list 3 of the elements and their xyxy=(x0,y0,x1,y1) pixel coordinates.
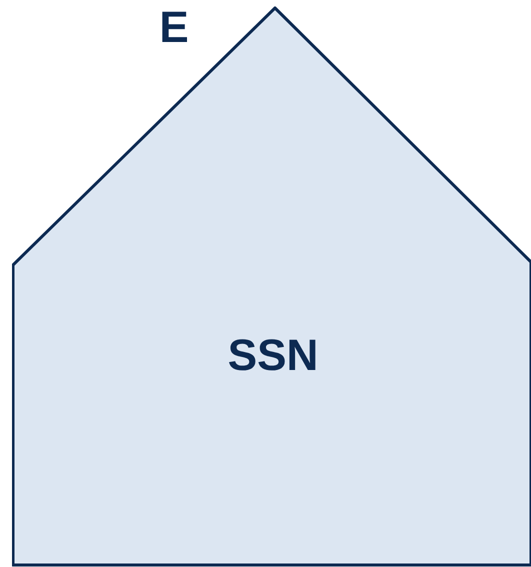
node-label: SSN xyxy=(228,331,318,381)
corner-letter: E xyxy=(159,3,189,53)
house-shape xyxy=(12,6,531,567)
